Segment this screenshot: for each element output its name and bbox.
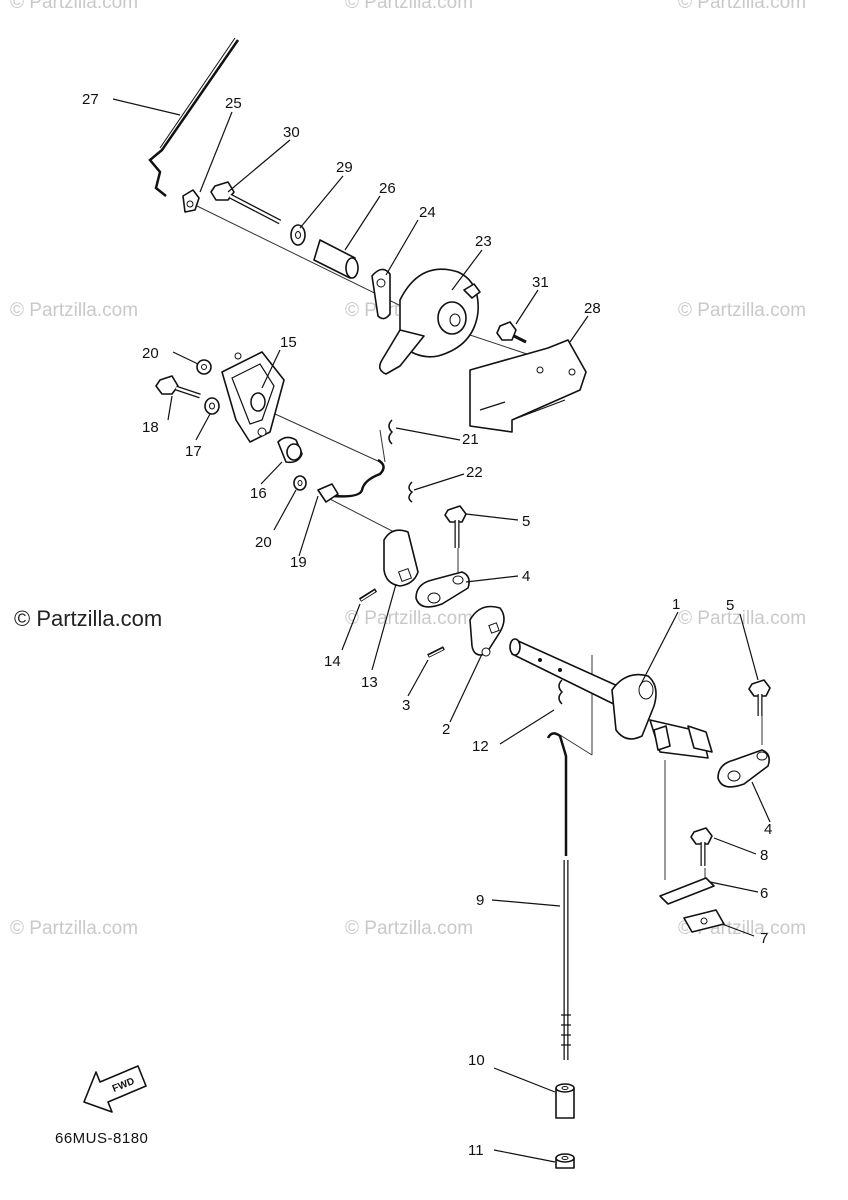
callout-17: 17 [185, 443, 202, 460]
part-27-rod [148, 37, 240, 197]
part-2-lever [469, 605, 505, 657]
watermark-text: © Partzilla.com [678, 608, 807, 629]
part-23-cam [378, 268, 481, 375]
part-16-collar [277, 436, 303, 464]
part-28-bracket [469, 339, 587, 433]
watermark-main: © Partzilla.com [14, 606, 163, 631]
watermark-text: © Partzilla.com [678, 300, 807, 321]
callout-28: 28 [584, 300, 601, 317]
leader-lines [112, 98, 771, 1163]
part-5-bolt [748, 679, 771, 716]
part-4-clamp [415, 571, 470, 608]
part-15-lever [221, 351, 285, 443]
callout-1: 1 [672, 596, 680, 613]
part-21-clip [388, 419, 394, 445]
callout-10: 10 [468, 1052, 485, 1069]
callout-31: 31 [532, 274, 549, 291]
callout-13: 13 [361, 674, 378, 691]
callout-7: 7 [760, 930, 768, 947]
part-8-bolt [690, 827, 713, 866]
callout-labels: 27 25 30 29 26 24 23 31 28 20 15 18 17 1… [82, 91, 772, 1159]
callout-4: 4 [764, 821, 772, 838]
part-4-clamp [717, 749, 770, 788]
callout-12: 12 [472, 738, 489, 755]
part-6-plate [659, 877, 715, 905]
part-3-pin [427, 646, 445, 658]
callout-11: 11 [468, 1142, 484, 1159]
part-20-washer [196, 359, 212, 375]
callout-15: 15 [280, 334, 297, 351]
callout-30: 30 [283, 124, 300, 141]
callout-26: 26 [379, 180, 396, 197]
part-5-bolt [444, 505, 467, 548]
watermark-text: © Partzilla.com [10, 300, 139, 321]
callout-2: 2 [442, 721, 450, 738]
watermark-text: © Partzilla.com [678, 0, 807, 13]
callout-8: 8 [760, 847, 768, 864]
fwd-arrow-icon: FWD [83, 1065, 147, 1113]
part-10-nut [555, 1083, 575, 1119]
watermark-text: © Partzilla.com [10, 918, 139, 939]
part-19-link-rod [317, 458, 385, 503]
callout-5: 5 [726, 597, 734, 614]
callout-25: 25 [225, 95, 242, 112]
part-18-bolt [155, 375, 201, 399]
part-17-washer [204, 397, 220, 415]
callout-5: 5 [522, 513, 530, 530]
part-9-rod [546, 732, 571, 1060]
part-26-collar [313, 239, 359, 279]
part-30-bolt [210, 181, 282, 225]
part-22-clip [408, 481, 414, 503]
watermark-text: © Partzilla.com [10, 0, 139, 13]
part-12-clip [558, 679, 564, 705]
callout-23: 23 [475, 233, 492, 250]
part-14-pin [358, 588, 378, 602]
part-13-lever [383, 529, 419, 587]
callout-4: 4 [522, 568, 530, 585]
callout-18: 18 [142, 419, 159, 436]
part-20-washer [293, 475, 307, 491]
callout-27: 27 [82, 91, 99, 108]
watermark-text: © Partzilla.com [345, 0, 474, 13]
callout-6: 6 [760, 885, 768, 902]
callout-20: 20 [255, 534, 272, 551]
callout-20: 20 [142, 345, 159, 362]
part-1-shaft [509, 638, 713, 759]
callout-9: 9 [476, 892, 484, 909]
callout-22: 22 [466, 464, 483, 481]
callout-16: 16 [250, 485, 267, 502]
part-25-link [182, 189, 200, 213]
part-31-bolt [496, 321, 527, 344]
part-24-lever [371, 268, 391, 320]
callout-19: 19 [290, 554, 307, 571]
callout-24: 24 [419, 204, 436, 221]
diagram-code: 66MUS-8180 [55, 1130, 149, 1147]
callout-29: 29 [336, 159, 353, 176]
callout-3: 3 [402, 697, 410, 714]
part-7-plate [683, 909, 725, 933]
part-29-washer [290, 224, 306, 246]
callout-21: 21 [462, 431, 479, 448]
callout-14: 14 [324, 653, 341, 670]
watermark-text: © Partzilla.com [345, 918, 474, 939]
watermark-text: © Partzilla.com [345, 608, 474, 629]
part-11-nut [555, 1153, 575, 1169]
